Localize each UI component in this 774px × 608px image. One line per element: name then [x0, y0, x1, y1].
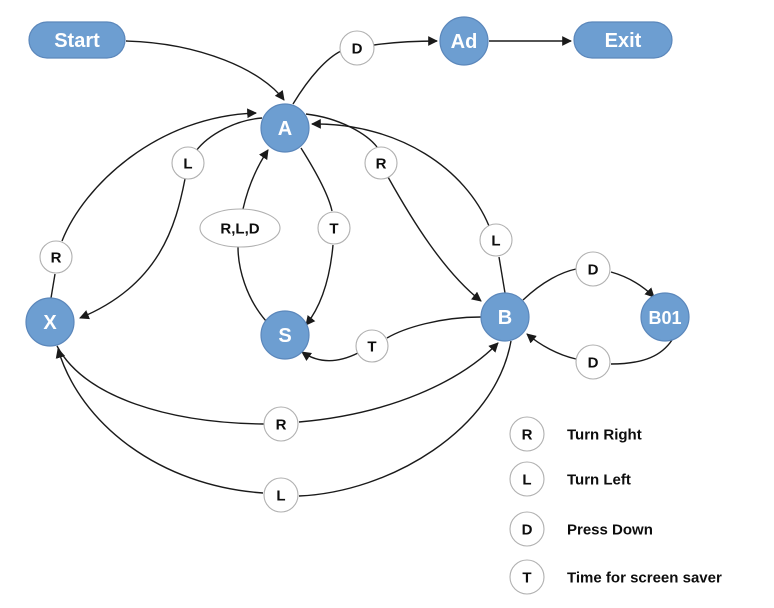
- edge-label-text: R: [276, 417, 287, 434]
- legend-key-label: R: [522, 427, 533, 444]
- edge-label-l-b-a: L: [479, 223, 513, 257]
- edge-label-t-a-s: T: [317, 211, 351, 245]
- edge-r-label-bottom-to-b: [298, 342, 499, 423]
- node-a-label: A: [278, 118, 292, 140]
- edge-d-label-to-ad: [373, 36, 438, 46]
- edge-label-d-b01-b: D: [575, 344, 611, 380]
- edge-label-text: R: [376, 156, 387, 173]
- node-x-label: X: [43, 312, 57, 334]
- legend-key-label: D: [522, 522, 533, 539]
- edge-s-to-rld-label: [237, 246, 267, 322]
- edge-label-text: R: [51, 250, 62, 267]
- node-ad[interactable]: Ad: [439, 16, 489, 66]
- edge-label-text: L: [276, 488, 285, 505]
- edge-r-label-to-a: [61, 108, 257, 242]
- edge-a-to-r-label-b: [305, 113, 378, 148]
- legend-key-circle: [509, 511, 545, 547]
- node-ad-label: Ad: [451, 31, 478, 53]
- edge-b-to-t-label: [386, 316, 482, 339]
- legend-item-l: L Turn Left: [509, 461, 631, 497]
- node-s-label: S: [278, 325, 291, 347]
- edge-label-l-a-x: L: [171, 146, 205, 180]
- node-b-label: B: [498, 307, 512, 329]
- legend-description: Turn Left: [567, 472, 631, 489]
- edge-x-to-r-label-bottom: [56, 345, 265, 425]
- edge-l-label-to-a: [311, 119, 490, 227]
- edge-label-r-x-a: R: [39, 240, 73, 274]
- legend: R Turn Right L Turn Left D Press Down T …: [509, 416, 722, 595]
- edge-label-d-b-b01: D: [575, 251, 611, 287]
- node-start-label: Start: [54, 30, 100, 52]
- node-b01-label: B01: [648, 308, 681, 328]
- legend-key-circle: [509, 461, 545, 497]
- edge-d-label-to-b: [526, 333, 577, 360]
- edge-t-label-to-s: [301, 351, 359, 362]
- edge-a-to-l-label-x: [195, 117, 263, 152]
- edge-label-l-b-x: L: [263, 477, 299, 513]
- node-s[interactable]: S: [260, 310, 310, 360]
- legend-description: Turn Right: [567, 427, 642, 444]
- legend-key-circle: [509, 416, 545, 452]
- edge-label-rld-s-a: R,L,D: [199, 208, 281, 248]
- node-b01[interactable]: B01: [640, 292, 690, 342]
- legend-key-label: L: [522, 472, 531, 489]
- edge-label-text: L: [183, 156, 192, 173]
- node-a[interactable]: A: [260, 103, 310, 153]
- nodes-layer: Start Ad Exit A X: [25, 16, 690, 360]
- edge-label-text: D: [588, 262, 599, 279]
- edge-l-label-to-x: [79, 178, 186, 320]
- node-exit[interactable]: Exit: [573, 21, 673, 59]
- edge-start-to-a: [125, 40, 285, 101]
- edge-label-text: T: [329, 221, 338, 238]
- edge-labels-layer: D L R R,L,D T R: [39, 30, 611, 513]
- edge-label-t-b-s: T: [355, 329, 389, 363]
- legend-item-t: T Time for screen saver: [509, 559, 722, 595]
- legend-key-circle: [509, 559, 545, 595]
- edge-label-text: D: [352, 41, 363, 58]
- edge-b01-to-d-label-lower: [610, 339, 673, 365]
- edge-d-label-to-b01: [610, 271, 655, 298]
- legend-item-r: R Turn Right: [509, 416, 642, 452]
- edge-label-text: L: [491, 233, 500, 250]
- edge-label-text: R,L,D: [220, 221, 259, 238]
- edge-l-label-bottom-to-x: [55, 348, 264, 494]
- edges-layer: [50, 36, 673, 497]
- node-exit-label: Exit: [605, 30, 642, 52]
- edge-b-to-l-label: [498, 256, 506, 294]
- edge-a-to-t-label-s: [300, 147, 333, 212]
- node-x[interactable]: X: [25, 297, 75, 347]
- edge-label-r-x-b: R: [263, 406, 299, 442]
- edge-label-text: D: [588, 355, 599, 372]
- edge-label-d-start-ad: D: [339, 30, 375, 66]
- edge-x-to-r-label: [50, 273, 56, 299]
- edge-label-r-a-b: R: [364, 146, 398, 180]
- edge-b-to-l-label-bottom: [298, 340, 512, 497]
- node-b[interactable]: B: [480, 292, 530, 342]
- edge-t-label-to-s: [305, 244, 334, 326]
- legend-item-d: D Press Down: [509, 511, 653, 547]
- edge-rld-label-to-a: [242, 149, 269, 210]
- node-start[interactable]: Start: [28, 21, 126, 59]
- edge-b-to-d-label-upper: [522, 268, 577, 301]
- edge-r-label-to-b: [387, 176, 482, 302]
- edge-label-text: T: [367, 339, 376, 356]
- legend-key-label: T: [522, 570, 531, 587]
- edge-a-to-d-label: [292, 50, 342, 105]
- legend-description: Press Down: [567, 522, 653, 539]
- legend-description: Time for screen saver: [567, 570, 722, 587]
